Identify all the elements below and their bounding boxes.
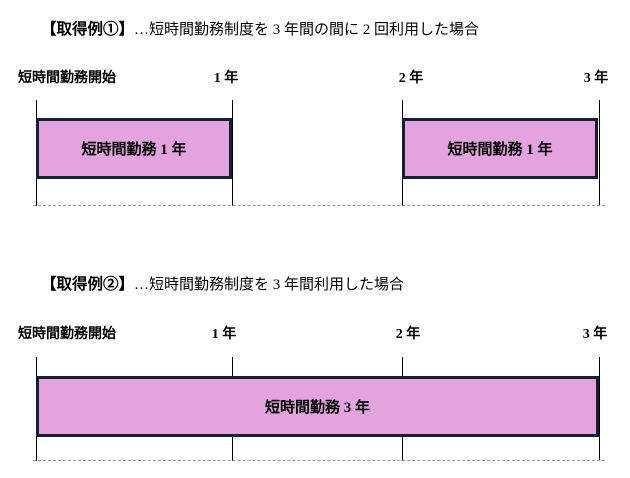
example-1-period-box-1-label: 短時間勤務 1 年 [81,142,187,158]
example-2-year-3-tick-line [599,357,600,461]
example-2-period-box: 短時間勤務 3 年 [36,376,599,437]
example-2-start-label: 短時間勤務開始 [18,327,116,342]
example-2-year-1-label: 1 年 [211,327,237,342]
example-1-year-1-label: 1 年 [213,71,239,86]
example-1-year-1-tick-line [232,100,233,206]
example-2-period-box-label: 短時間勤務 3 年 [264,400,370,416]
example-2-title-desc: …短時間勤務制度を 3 年間利用した場合 [134,277,405,293]
example-1-timeline-baseline [33,205,605,206]
example-1-start-label: 短時間勤務開始 [18,71,116,86]
example-1-period-box-2: 短時間勤務 1 年 [402,118,598,179]
example-2-title: 【取得例②】…短時間勤務制度を 3 年間利用した場合 [41,272,404,294]
example-1-period-box-1: 短時間勤務 1 年 [36,118,232,179]
example-1-title: 【取得例①】…短時間勤務制度を 3 年間の間に 2 回利用した場合 [41,17,479,39]
example-2-year-3-label: 3 年 [582,327,608,342]
example-2-timeline-baseline [33,460,605,461]
example-1-year-2-label: 2 年 [398,71,424,86]
example-1-title-tag: 【取得例①】 [41,21,135,38]
example-1-period-box-2-label: 短時間勤務 1 年 [447,142,553,158]
example-2-year-2-label: 2 年 [395,327,421,342]
example-1-title-desc: …短時間勤務制度を 3 年間の間に 2 回利用した場合 [134,22,480,38]
example-2-title-tag: 【取得例②】 [41,276,135,293]
example-1-year-3-tick-line [599,100,600,206]
example-1-year-3-label: 3 年 [583,71,609,86]
